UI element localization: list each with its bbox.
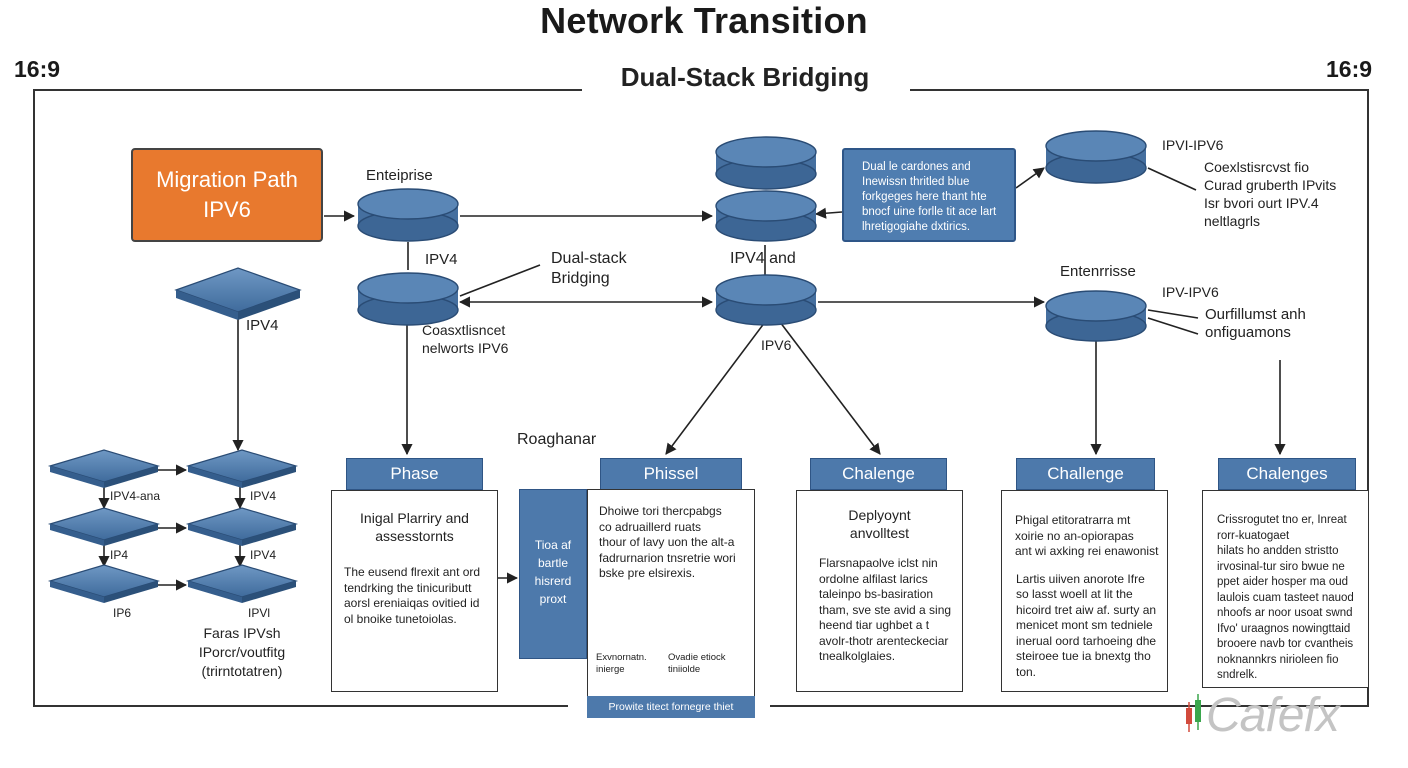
phase-4-header: Challenge [1016, 458, 1155, 490]
label-ipv-ipv6-top: IPVI-IPV6 [1162, 137, 1224, 153]
phase-5-header: Chalenges [1218, 458, 1356, 490]
page-title: Network Transition [540, 0, 868, 41]
phase-1-subtitle: Inigal Plarriry and assesstornts [360, 510, 469, 544]
connector-topright-label [1147, 167, 1197, 191]
connector-dual-stack [459, 264, 541, 297]
phase-2-footer: Prowite titect fornegre thiet [587, 696, 755, 718]
brand-logo-text: Cafefx [1206, 689, 1340, 742]
brand-logo: Cafefx [1184, 680, 1384, 750]
arrow-center-phase2 [665, 321, 766, 455]
phase-4-box: Phigal etitoratrarra mt xoirie no an-opi… [1001, 490, 1168, 692]
router-plate-grid [47, 564, 161, 603]
aspect-ratio-left: 16:9 [14, 56, 61, 82]
phase-2-db-right-label: Ovadie etiock tiniiolde [668, 652, 726, 675]
router-plate-grid [185, 449, 299, 488]
label-grid-ipv4: IPV4 [250, 489, 277, 503]
phase-2-db-left-label: Exvnornatn. inierge [596, 652, 647, 675]
label-roaghanar: Roaghanar [517, 431, 597, 448]
db-top-right [1045, 130, 1147, 184]
phase-1-body: The eusend flrexit ant ord tendrking the… [344, 565, 481, 626]
router-plate-grid [185, 564, 299, 603]
label-faras: Faras IPVsh IPorcr/voutfitg (trirntotatr… [198, 625, 286, 679]
label-enterprise-right: Entenrrisse [1060, 263, 1136, 280]
label-grid-ipv4-ana: IPV4-ana [110, 489, 161, 503]
arrow-note-center [814, 207, 843, 219]
phase-2-side-tab: Tioa af bartle hisrerd proxt [519, 489, 587, 659]
phase-2-body: Dhoiwe tori thercpabgs co adruaillerd ru… [599, 504, 736, 580]
phase-3-subtitle: Deplyoynt anvolltest [848, 507, 911, 541]
label-dual-stack: Dual-stack Bridging [551, 250, 627, 287]
connector-midright-label2 [1147, 317, 1199, 335]
phase-2-box: Dhoiwe tori thercpabgs co adruaillerd ru… [587, 489, 755, 699]
router-plate-grid [47, 507, 161, 546]
phase-5-body: Crissrogutet tno er, Inreat rorr-kuatoga… [1217, 514, 1354, 681]
db-center-top [715, 136, 817, 190]
arrow-note-topright [1015, 167, 1045, 189]
label-ipv4-and: IPV4 and [730, 250, 796, 267]
label-ipv4: IPV4 [425, 251, 458, 268]
phase-3-box: Deplyoynt anvolltest Flarsnapaolve iclst… [796, 490, 963, 692]
diagram-subtitle: Dual-Stack Bridging [585, 62, 905, 93]
phase-1-box: Inigal Plarriry and assesstornts The eus… [331, 490, 498, 692]
db-enterprise [357, 188, 459, 242]
router-plate-grid [47, 449, 161, 488]
label-grid-ipvl: IPVl [248, 606, 271, 620]
label-outfillumst: Ourfillumst anh onfiguamons [1205, 306, 1306, 341]
note-box: Dual le cardones and Inewissn thritled b… [842, 148, 1016, 242]
label-coexist-right: Coexlstisrcvst fio Curad gruberth IPvits… [1204, 159, 1337, 229]
phase-3-header: Chalenge [810, 458, 947, 490]
migration-path-label: Migration Path IPV6 [156, 167, 298, 222]
phase-4-body: Lartis uiiven anorote Ifre so lasst woel… [1016, 571, 1157, 679]
label-grid-ip6: IP6 [113, 606, 132, 620]
label-ipv-ipv6-mid: IPV-IPV6 [1162, 284, 1219, 300]
db-mid-right [1045, 290, 1147, 342]
migration-path-box: Migration Path IPV6 [131, 148, 323, 242]
phase-4-subtitle: Phigal etitoratrarra mt xoirie no an-opi… [1015, 513, 1159, 558]
phase-3-body: Flarsnapaolve iclst nin ordolne alfilast… [819, 556, 952, 663]
db-center-mid [715, 274, 817, 326]
label-ipv6: IPV6 [761, 337, 792, 353]
connector-midright-label1 [1147, 309, 1199, 319]
brand-logo-mark [1186, 694, 1201, 732]
router-plate-ipv4 [174, 267, 302, 320]
label-grid-ip4: IP4 [110, 548, 129, 562]
arrow-center-challenge [779, 321, 881, 455]
network-plates [47, 267, 302, 603]
db-coexist [357, 272, 459, 326]
db-center-upper [715, 190, 817, 242]
phase-5-box: Crissrogutet tno er, Inreat rorr-kuatoga… [1202, 490, 1369, 688]
label-enterprise: Enteiprise [366, 167, 433, 184]
label-grid-ipv4-b: IPV4 [250, 548, 277, 562]
aspect-ratio-right: 16:9 [1326, 56, 1373, 82]
phase-2-header: Phissel [600, 458, 742, 490]
phase-1-header: Phase [346, 458, 483, 490]
label-ipv4-plate: IPV4 [246, 317, 279, 334]
label-coexist-networks: Coasxtlisncet nelworts IPV6 [422, 322, 509, 356]
router-plate-grid [185, 507, 299, 546]
